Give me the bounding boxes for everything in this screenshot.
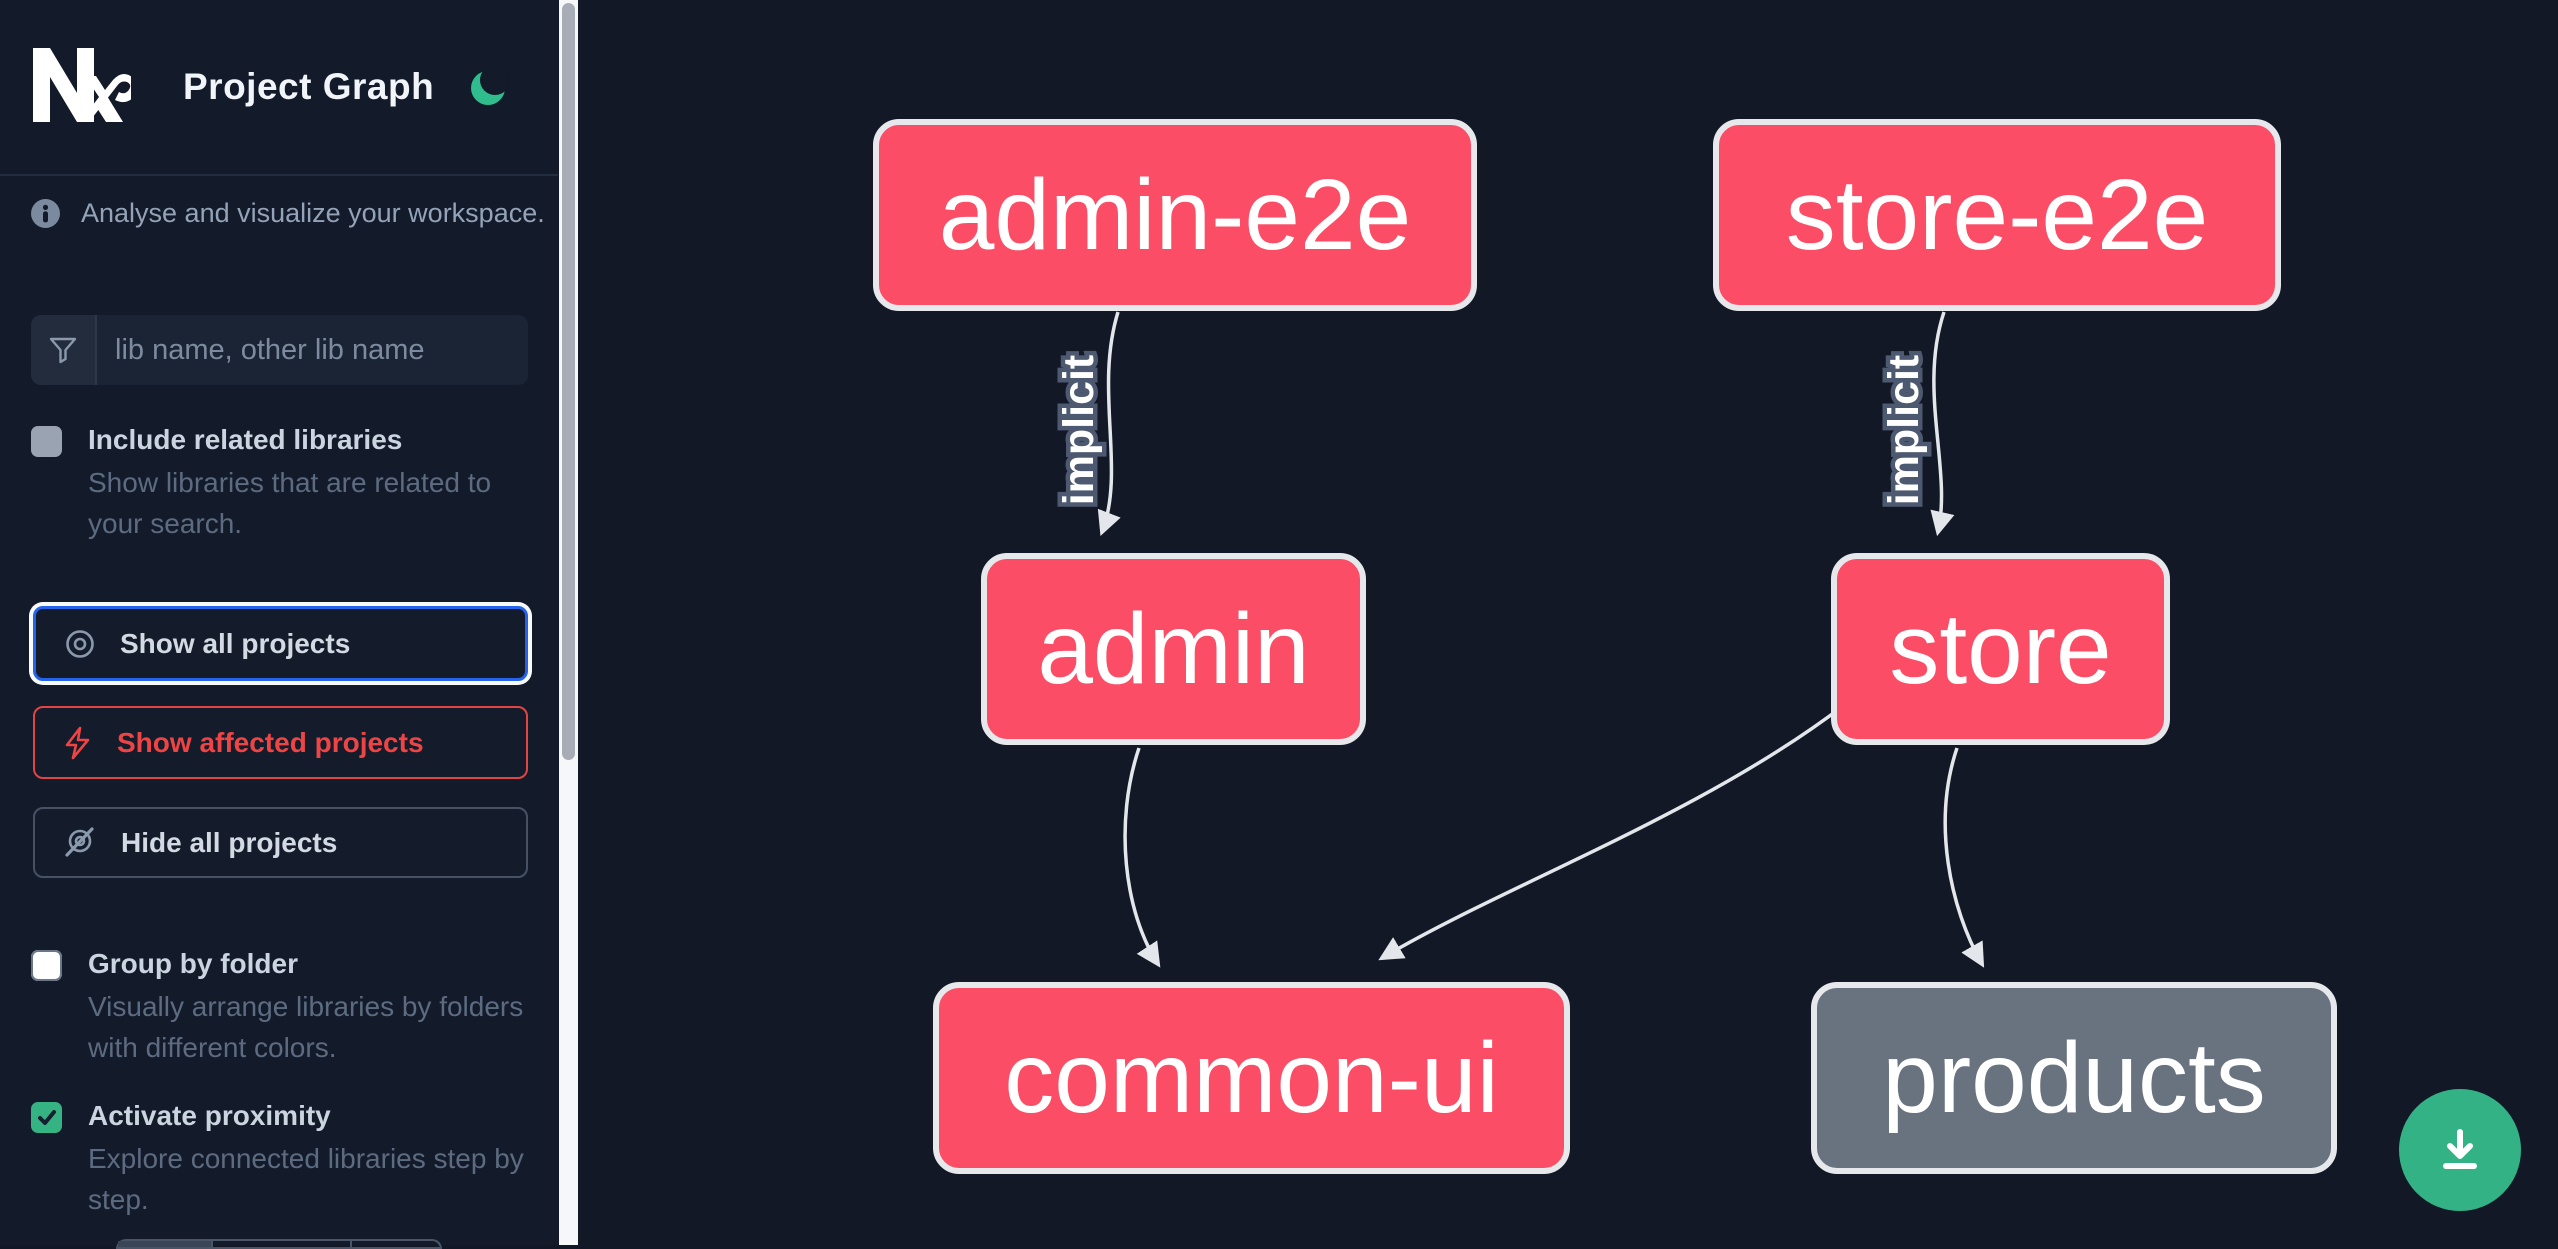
workspace-tagline-row: Analyse and visualize your workspace. (31, 198, 545, 229)
include-related-description: Show libraries that are related to your … (88, 467, 492, 539)
stepper-increment[interactable] (352, 1241, 440, 1247)
edge-admin-to-common-ui (1123, 747, 1161, 968)
edge-label-implicit-left: implicit (1055, 355, 1103, 506)
sidebar-scrollbar-thumb[interactable] (561, 3, 575, 760)
group-by-folder-label: Group by folder (88, 948, 298, 979)
group-by-folder-checkbox[interactable] (31, 950, 62, 981)
graph-node-admin-e2e[interactable]: admin-e2e (873, 119, 1477, 311)
show-all-projects-button[interactable]: Show all projects (33, 606, 528, 681)
activate-proximity-description: Explore connected libraries step by step… (88, 1143, 524, 1215)
moon-icon (471, 65, 510, 105)
include-related-checkbox[interactable] (31, 426, 62, 457)
bolt-icon (65, 726, 90, 759)
proximity-depth-stepper[interactable] (116, 1239, 442, 1249)
sidebar: Project Graph Analyse and visualize your… (0, 0, 558, 1249)
graph-node-admin[interactable]: admin (981, 553, 1366, 745)
page-title: Project Graph (183, 66, 435, 107)
filter-funnel-icon (31, 315, 97, 385)
stepper-value (213, 1241, 352, 1247)
activate-proximity-label: Activate proximity (88, 1100, 331, 1131)
include-related-label: Include related libraries (88, 424, 403, 455)
hide-all-projects-button[interactable]: Hide all projects (33, 807, 528, 878)
stepper-decrement[interactable] (118, 1241, 213, 1247)
graph-node-store-e2e[interactable]: store-e2e (1713, 119, 2281, 311)
hide-all-projects-label: Hide all projects (121, 826, 338, 858)
sidebar-header: Project Graph (0, 0, 558, 174)
dark-mode-toggle[interactable] (468, 64, 512, 108)
download-image-button[interactable] (2399, 1089, 2521, 1211)
eye-off-icon (65, 826, 94, 857)
eye-icon (66, 629, 94, 658)
graph-node-common-ui[interactable]: common-ui (933, 982, 1570, 1174)
download-icon (2443, 1129, 2477, 1169)
header-divider (0, 174, 558, 176)
edge-store-e2e-to-store (1930, 311, 1955, 537)
workspace-tagline: Analyse and visualize your workspace. (81, 198, 545, 228)
nx-logo (33, 48, 131, 122)
show-all-projects-label: Show all projects (120, 627, 351, 659)
group-by-folder-description: Visually arrange libraries by folders wi… (88, 991, 524, 1063)
edge-admin-e2e-to-admin (1097, 311, 1121, 536)
edge-store-to-products (1943, 747, 1985, 968)
activate-proximity-checkbox[interactable] (31, 1102, 62, 1133)
sidebar-scrollbar[interactable] (559, 0, 578, 1245)
info-icon (31, 199, 60, 228)
search-input[interactable] (97, 315, 528, 385)
show-affected-projects-label: Show affected projects (117, 726, 424, 758)
show-affected-projects-button[interactable]: Show affected projects (33, 706, 528, 779)
graph-node-products[interactable]: products (1811, 982, 2337, 1174)
check-icon (37, 1109, 56, 1125)
edge-label-implicit-right: implicit (1880, 355, 1928, 506)
search-box (31, 315, 528, 385)
graph-node-store[interactable]: store (1831, 553, 2170, 745)
edge-store-to-common-ui (1378, 704, 1845, 961)
